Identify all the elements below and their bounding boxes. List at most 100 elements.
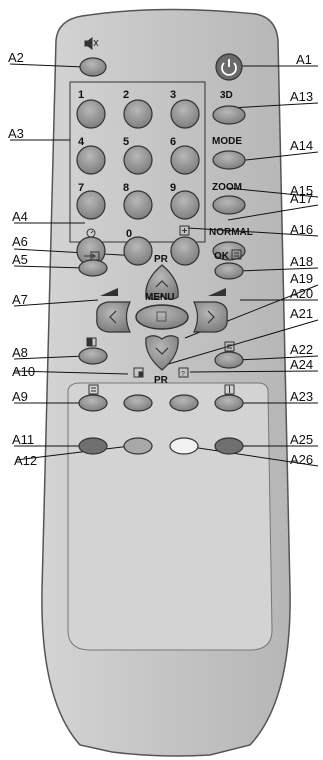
callout-a18: A18 — [290, 254, 313, 269]
ok-label: OK — [214, 251, 230, 262]
digit-label-8: 8 — [123, 182, 129, 194]
callout-a17: A17 — [290, 191, 313, 206]
digit-label-4: 4 — [78, 136, 85, 148]
callout-a15: A15 — [290, 183, 313, 198]
digit-button-0[interactable] — [123, 236, 153, 266]
callout-a11: A11 — [12, 432, 34, 447]
chevron-left-icon — [109, 310, 117, 324]
callout-a8: A8 — [12, 345, 28, 360]
menu-icon — [156, 311, 167, 322]
callout-a9: A9 — [12, 389, 28, 404]
chevron-right-icon — [207, 310, 215, 324]
callout-a14: A14 — [290, 138, 313, 153]
reveal-button[interactable] — [169, 394, 199, 412]
pr-up-label: PR — [154, 254, 169, 265]
digit-button-7[interactable] — [76, 190, 106, 220]
callout-a26: A26 — [290, 452, 313, 467]
callout-a13: A13 — [290, 89, 313, 104]
input-icon — [84, 251, 100, 261]
digit-label-1: 1 — [78, 89, 84, 101]
chevron-down-icon — [155, 347, 169, 355]
callout-a12: A12 — [14, 453, 37, 468]
digit-button-8[interactable] — [123, 190, 153, 220]
hold-button[interactable] — [123, 394, 153, 412]
callout-a6: A6 — [12, 234, 28, 249]
digit-button-1[interactable] — [76, 99, 106, 129]
program-down-button[interactable] — [145, 335, 179, 371]
mute-icon — [84, 37, 99, 50]
volume-down-button[interactable] — [96, 301, 131, 333]
index-icon — [88, 384, 99, 395]
digit-button-5[interactable] — [123, 145, 153, 175]
digit-label-2: 2 — [123, 89, 129, 101]
clock-icon — [86, 228, 96, 238]
callout-a1: A1 — [296, 52, 312, 67]
digit-button-6[interactable] — [170, 145, 200, 175]
callout-a10: A10 — [12, 364, 35, 379]
callout-a5: A5 — [12, 252, 28, 267]
svg-text:?: ? — [181, 371, 185, 378]
red-button[interactable] — [78, 437, 108, 455]
digit-label-9: 9 — [170, 182, 176, 194]
menu-label: MENU — [145, 292, 174, 303]
callout-a22: A22 — [290, 342, 313, 357]
callout-a24: A24 — [290, 357, 313, 372]
digit-button-3[interactable] — [170, 99, 200, 129]
tv-text-icon — [86, 337, 97, 347]
teletext-mix-button[interactable] — [78, 347, 108, 365]
chevron-up-icon — [155, 280, 169, 288]
size-icon — [224, 384, 235, 395]
3d-label: 3D — [220, 90, 233, 101]
digit-label-6: 6 — [170, 136, 176, 148]
reveal-icon: ? — [178, 367, 189, 378]
hold-icon — [133, 367, 144, 378]
digit-label-0: 0 — [126, 228, 132, 240]
callout-a25: A25 — [290, 432, 313, 447]
callout-a23: A23 — [290, 389, 313, 404]
pr-down-label: PR — [154, 375, 169, 386]
callout-a7: A7 — [12, 292, 28, 307]
volume-up-button[interactable] — [193, 301, 228, 333]
text-page-icon — [224, 341, 235, 352]
digit-buttons — [76, 99, 200, 266]
callout-a19: A19 — [290, 271, 313, 286]
callout-a20: A20 — [290, 286, 313, 301]
power-icon — [221, 59, 237, 76]
digit-label-7: 7 — [78, 182, 84, 194]
callout-a21: A21 — [290, 306, 313, 321]
yellow-button[interactable] — [169, 437, 199, 455]
digit-button-2[interactable] — [123, 99, 153, 129]
callout-a16: A16 — [290, 222, 313, 237]
program-up-button[interactable] — [145, 264, 179, 300]
mode-label: MODE — [212, 136, 242, 147]
callout-a2: A2 — [8, 50, 24, 65]
green-button[interactable] — [123, 437, 153, 455]
digit-label-3: 3 — [170, 89, 176, 101]
normal-label: NORMAL — [209, 227, 253, 238]
size-button[interactable] — [214, 394, 244, 412]
lower-panel — [67, 382, 273, 651]
add-button[interactable] — [170, 236, 200, 266]
callout-lines — [9, 63, 319, 467]
mute-button[interactable] — [79, 57, 107, 77]
zoom-button[interactable] — [212, 195, 246, 215]
menu-button[interactable] — [135, 304, 189, 330]
volume-ramp-icon — [100, 288, 118, 296]
teletext-button[interactable] — [214, 351, 244, 369]
callout-a3: A3 — [8, 126, 24, 141]
plus-box-icon — [179, 225, 190, 236]
digit-label-5: 5 — [123, 136, 129, 148]
zoom-label: ZOOM — [212, 182, 242, 193]
digit-button-4[interactable] — [76, 145, 106, 175]
list-icon — [231, 249, 242, 260]
blue-button[interactable] — [214, 437, 244, 455]
digit-button-9[interactable] — [170, 190, 200, 220]
ok-button[interactable] — [214, 262, 244, 280]
callout-a4: A4 — [12, 209, 28, 224]
volume-ramp-icon-right — [208, 288, 226, 296]
mode-button[interactable] — [212, 150, 246, 170]
3d-button[interactable] — [212, 105, 246, 125]
index-button[interactable] — [78, 394, 108, 412]
input-source-button[interactable] — [78, 259, 108, 277]
